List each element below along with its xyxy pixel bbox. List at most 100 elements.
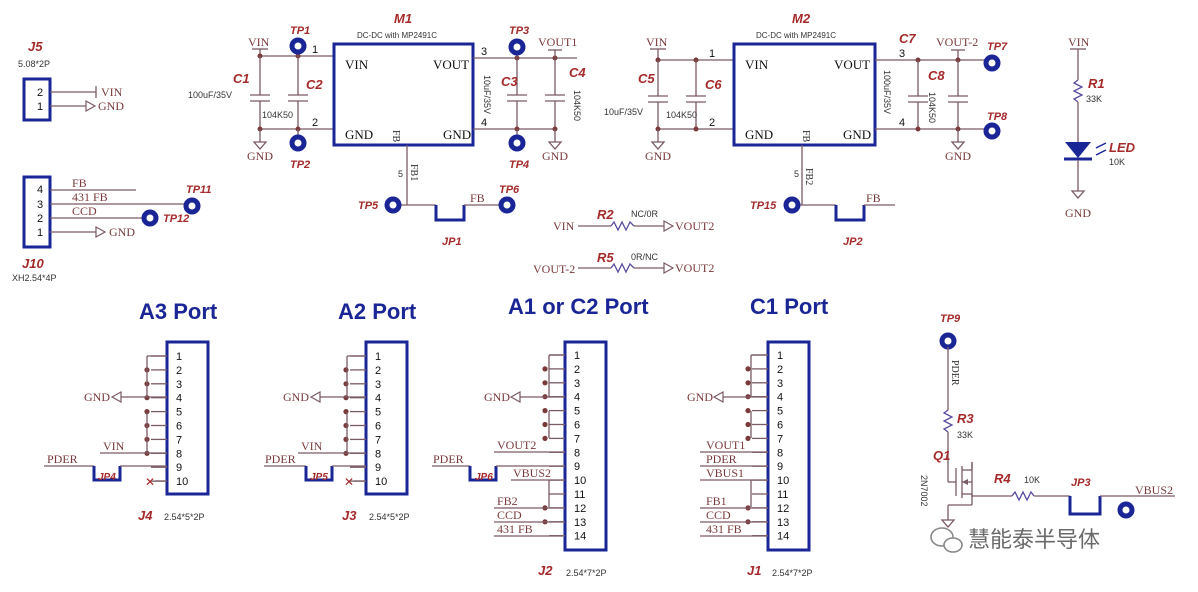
testpoint-tp2[interactable]: [289, 134, 307, 152]
led-icon: [1065, 142, 1091, 158]
jumper-jp6[interactable]: [468, 466, 498, 482]
header-pin-label: 9: [777, 461, 783, 473]
svg-text:JP5: JP5: [310, 472, 328, 483]
svg-text:CCD: CCD: [497, 508, 522, 522]
svg-text:TP1: TP1: [290, 25, 310, 37]
svg-text:3: 3: [37, 199, 43, 211]
testpoint-tp7[interactable]: [983, 54, 1001, 72]
testpoint-tp8[interactable]: [983, 122, 1001, 140]
svg-text:GND: GND: [645, 149, 671, 163]
header-pin-label: 14: [574, 531, 586, 543]
testpoint-tp12[interactable]: [141, 209, 159, 227]
jumper-jp2[interactable]: [834, 205, 866, 222]
svg-text:FB: FB: [866, 191, 881, 205]
jumper-jp1[interactable]: [434, 205, 466, 222]
jumper-jp3[interactable]: [1068, 496, 1102, 516]
header-pin-label: 2: [176, 365, 182, 377]
header-pin-label: 8: [375, 448, 381, 460]
svg-text:VOUT2: VOUT2: [675, 219, 714, 233]
svg-text:1: 1: [709, 48, 715, 60]
svg-text:TP2: TP2: [290, 159, 310, 171]
resistor-r2: VIN VOUT2 R2 NC/0R: [553, 207, 714, 233]
testpoint-tp1[interactable]: [289, 37, 307, 55]
svg-text:R5: R5: [597, 250, 614, 265]
header-pin-label: 8: [574, 447, 580, 459]
svg-text:J1: J1: [747, 563, 761, 578]
svg-text:TP15: TP15: [750, 200, 777, 212]
svg-text:R2: R2: [597, 207, 614, 222]
connector-j5: J5 5.08*2P 2 1 VIN GND: [18, 39, 124, 122]
svg-text:FB: FB: [800, 130, 811, 143]
svg-text:C6: C6: [705, 77, 722, 92]
svg-text:GND: GND: [283, 390, 309, 404]
header-pin-label: 2: [375, 365, 381, 377]
svg-text:GND: GND: [945, 149, 971, 163]
jumper-jp4[interactable]: [92, 466, 122, 482]
svg-text:TP7: TP7: [987, 41, 1008, 53]
watermark: 慧能泰半导体: [930, 527, 1100, 553]
svg-text:TP9: TP9: [940, 313, 961, 325]
junction-dot: [745, 380, 751, 386]
testpoint-tp9[interactable]: [939, 332, 957, 350]
header-pin-label: 6: [777, 420, 783, 432]
svg-text:NC/0R: NC/0R: [631, 209, 659, 219]
header-pin-label: 1: [777, 350, 783, 362]
svg-text:PDER: PDER: [949, 360, 960, 386]
svg-text:GND: GND: [443, 127, 471, 142]
header-pin-label: 3: [777, 378, 783, 390]
svg-text:J10: J10: [22, 256, 44, 271]
svg-text:VOUT-2: VOUT-2: [533, 262, 575, 276]
header-pin-label: 7: [777, 433, 783, 445]
svg-text:2: 2: [709, 117, 715, 129]
svg-text:TP12: TP12: [163, 213, 189, 225]
svg-text:TP4: TP4: [509, 159, 529, 171]
svg-text:J4: J4: [138, 508, 153, 523]
testpoint-tp4[interactable]: [508, 134, 526, 152]
junction-dot: [542, 408, 548, 414]
junction-dot: [343, 409, 349, 415]
header-pin-label: 3: [176, 379, 182, 391]
svg-text:10K: 10K: [1024, 475, 1040, 485]
dcdc-block-m1: VIN TP1 1 C1 100uF/35V C2 104K50 2 GND T…: [188, 11, 586, 248]
svg-text:1: 1: [312, 44, 318, 56]
svg-text:33K: 33K: [1086, 94, 1102, 104]
header-pin-label: 9: [574, 461, 580, 473]
svg-text:R3: R3: [957, 411, 974, 426]
header-pin-label: 5: [574, 406, 580, 418]
svg-text:10K: 10K: [1109, 157, 1125, 167]
jumper-jp5[interactable]: [304, 466, 334, 482]
junction-dot: [542, 366, 548, 372]
svg-text:C5: C5: [638, 71, 655, 86]
svg-text:C7: C7: [899, 31, 916, 46]
testpoint-tp3[interactable]: [508, 38, 526, 56]
header-pin-label: 4: [777, 392, 783, 404]
svg-text:3: 3: [899, 48, 905, 60]
testpoint-tp11[interactable]: [183, 197, 201, 215]
svg-text:431 FB: 431 FB: [706, 522, 742, 536]
junction-dot: [343, 381, 349, 387]
svg-text:GND: GND: [98, 99, 124, 113]
svg-text:100uF/35V: 100uF/35V: [882, 70, 892, 114]
resistor-r3: [942, 409, 954, 433]
header-pin-label: 6: [574, 420, 580, 432]
no-connect-icon: ✕: [344, 475, 354, 489]
testpoint-tp5[interactable]: [384, 196, 402, 214]
svg-text:VOUT: VOUT: [433, 57, 469, 72]
svg-text:GND: GND: [109, 225, 135, 239]
testpoint-tp15[interactable]: [783, 196, 801, 214]
testpoint-tp-vbus2[interactable]: [1117, 501, 1135, 519]
title-a1c2-port: A1 or C2 Port: [508, 294, 649, 319]
svg-text:2.54*7*2P: 2.54*7*2P: [566, 568, 607, 578]
header-pin-label: 8: [176, 448, 182, 460]
dcdc-block-m2: VIN 1 C5 10uF/35V C6 104K50 2 GND M2 DC-…: [604, 11, 1008, 248]
svg-text:VIN: VIN: [345, 57, 369, 72]
header-pin-label: 1: [375, 351, 381, 363]
junction-dot: [542, 421, 548, 428]
testpoint-tp6[interactable]: [498, 196, 516, 214]
header-pin-label: 4: [176, 393, 182, 405]
junction-dot: [144, 409, 150, 415]
junction-dot: [542, 380, 548, 386]
